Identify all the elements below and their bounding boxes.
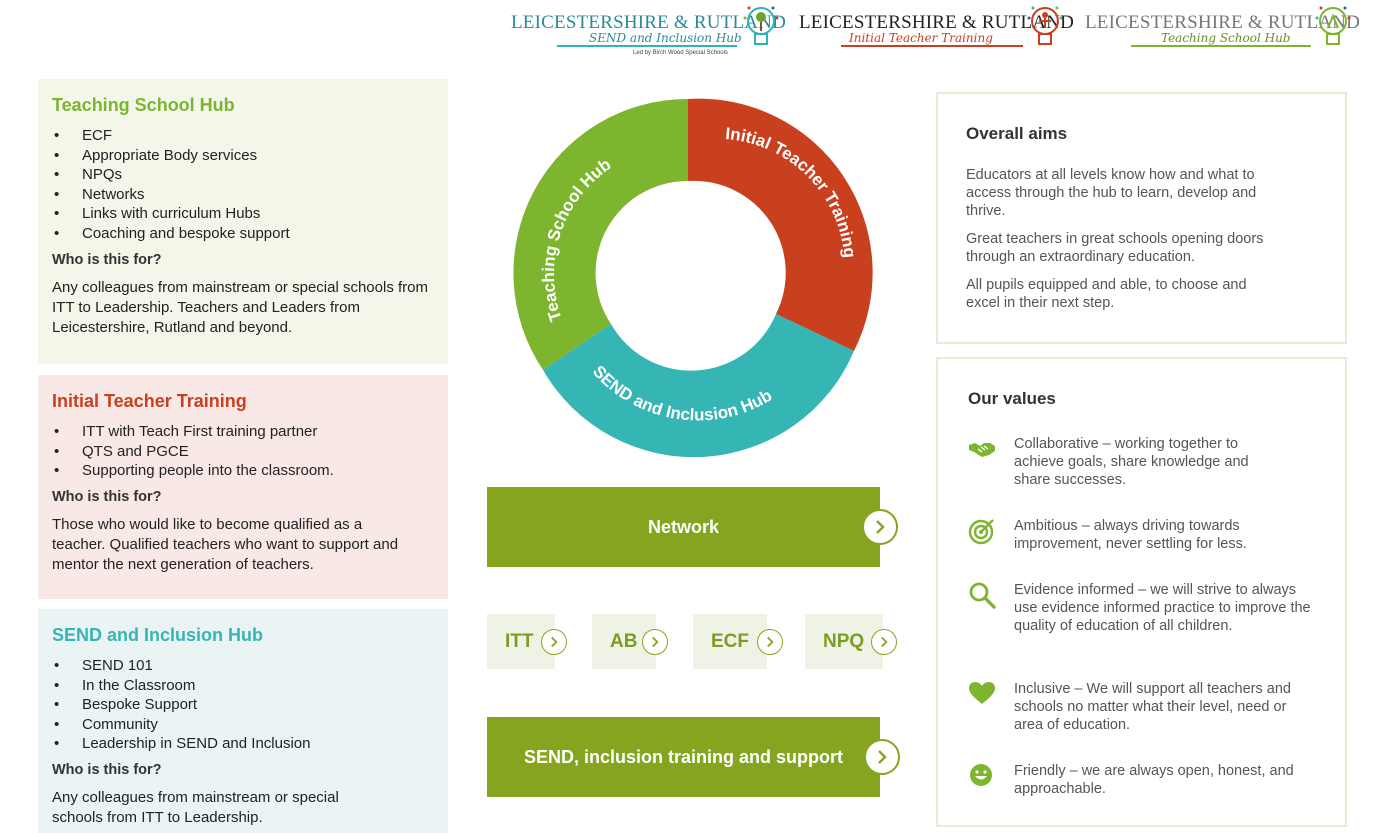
- magnifier-icon: [969, 582, 996, 609]
- send-training-label: SEND, inclusion training and support: [523, 746, 843, 767]
- ring-segment-tsh[interactable]: [513, 98, 688, 370]
- logo-subtitle: Initial Teacher Training: [849, 31, 993, 45]
- list-item: In the Classroom: [52, 676, 434, 696]
- panel-title: Initial Teacher Training: [52, 391, 247, 411]
- who-heading: Who is this for?: [52, 251, 162, 268]
- logo-name: LEICESTERSHIRE & RUTLAND: [511, 12, 787, 33]
- list-item: Supporting people into the classroom.: [52, 461, 434, 481]
- logo-tagline: Led by Birch Wood Special Schools: [633, 50, 728, 56]
- ring-segment-itt[interactable]: [688, 98, 873, 352]
- target-icon: [968, 519, 994, 545]
- our-values-box: Our values Collaborative – working toget…: [936, 357, 1347, 827]
- network-button[interactable]: Network: [487, 487, 898, 567]
- smiley-icon: [970, 764, 992, 786]
- list-item: Links with curriculum Hubs: [52, 204, 434, 224]
- panel-send-inclusion-hub: SEND and Inclusion Hub SEND 101 In the C…: [38, 609, 448, 833]
- ecf-button[interactable]: ECF: [693, 614, 783, 669]
- list-item: NPQs: [52, 165, 434, 185]
- logo-underline: [841, 45, 1023, 47]
- logo-subtitle: Teaching School Hub: [1161, 31, 1291, 45]
- ab-button[interactable]: AB: [592, 614, 668, 669]
- send-training-button[interactable]: SEND, inclusion training and support: [487, 717, 900, 797]
- logo-name: LEICESTERSHIRE & RUTLAND: [1085, 12, 1361, 33]
- list-item: ITT with Teach First training partner: [52, 422, 434, 442]
- itt-button[interactable]: ITT: [487, 614, 567, 669]
- value-text: Ambitious – always driving towards impro…: [1014, 518, 1247, 552]
- npq-label: NPQ: [823, 630, 865, 652]
- chevron-right-icon[interactable]: [642, 629, 668, 655]
- panel-teaching-school-hub: Teaching School Hub ECF Appropriate Body…: [38, 79, 448, 364]
- aims-title: Overall aims: [966, 124, 1068, 143]
- who-text: Any colleagues from mainstream or specia…: [52, 278, 428, 336]
- itt-label: ITT: [505, 630, 534, 652]
- overall-aims-box: Overall aims Educators at all levels kno…: [936, 92, 1347, 344]
- heart-icon: [969, 682, 995, 704]
- value-text: Inclusive – We will support all teachers…: [1014, 681, 1291, 733]
- chevron-right-icon[interactable]: [864, 739, 900, 775]
- logo-send-hub[interactable]: LEICESTERSHIRE & RUTLAND SEND and Inclus…: [511, 4, 786, 56]
- aims-paragraph: Great teachers in great schools opening …: [966, 231, 1264, 265]
- panel-title: SEND and Inclusion Hub: [52, 625, 264, 645]
- logo-tsh[interactable]: LEICESTERSHIRE & RUTLAND Teaching School…: [1085, 4, 1360, 56]
- logo-underline: [1131, 45, 1311, 47]
- logo-subtitle: SEND and Inclusion Hub: [589, 31, 742, 45]
- chevron-right-icon[interactable]: [862, 509, 898, 545]
- list-item: Bespoke Support: [52, 695, 434, 715]
- logo-name: LEICESTERSHIRE & RUTLAND: [799, 12, 1075, 33]
- panel-list: SEND 101 In the Classroom Bespoke Suppor…: [52, 656, 434, 754]
- panel-list: ITT with Teach First training partner QT…: [52, 422, 434, 481]
- network-label: Network: [647, 516, 719, 537]
- bulb-icon: [1315, 6, 1351, 45]
- panel-title: Teaching School Hub: [52, 95, 235, 115]
- handshake-icon: [969, 443, 995, 457]
- values-title: Our values: [968, 389, 1056, 408]
- logo-underline: [557, 45, 737, 47]
- value-text: Evidence informed – we will strive to al…: [1014, 582, 1311, 634]
- chevron-right-icon[interactable]: [541, 629, 567, 655]
- list-item: SEND 101: [52, 656, 434, 676]
- ring-segment-send[interactable]: [543, 314, 854, 457]
- ab-label: AB: [610, 630, 638, 652]
- list-item: Coaching and bespoke support: [52, 224, 434, 244]
- value-text: Collaborative – working together to achi…: [1014, 436, 1249, 488]
- panel-initial-teacher-training: Initial Teacher Training ITT with Teach …: [38, 375, 448, 599]
- person-bulb-icon: [1027, 6, 1063, 45]
- hub-ring-diagram: Teaching School Hub Initial Teacher Trai…: [513, 98, 873, 457]
- value-text: Friendly – we are always open, honest, a…: [1014, 763, 1294, 797]
- panel-list: ECF Appropriate Body services NPQs Netwo…: [52, 126, 434, 244]
- ecf-label: ECF: [711, 630, 749, 652]
- npq-button[interactable]: NPQ: [805, 614, 897, 669]
- who-text: Those who would like to become qualified…: [52, 515, 399, 573]
- list-item: Community: [52, 715, 434, 735]
- aims-paragraph: Educators at all levels know how and wha…: [966, 167, 1257, 219]
- who-heading: Who is this for?: [52, 488, 162, 505]
- list-item: QTS and PGCE: [52, 442, 434, 462]
- list-item: Leadership in SEND and Inclusion: [52, 734, 434, 754]
- who-text: Any colleagues from mainstream or specia…: [52, 788, 339, 826]
- tree-bulb-icon: [743, 6, 779, 45]
- list-item: ECF: [52, 126, 434, 146]
- chevron-right-icon[interactable]: [757, 629, 783, 655]
- chevron-right-icon[interactable]: [871, 629, 897, 655]
- list-item: Networks: [52, 185, 434, 205]
- aims-paragraph: All pupils equipped and able, to choose …: [966, 277, 1247, 311]
- list-item: Appropriate Body services: [52, 146, 434, 166]
- logo-itt[interactable]: LEICESTERSHIRE & RUTLAND Initial Teacher…: [799, 4, 1074, 56]
- who-heading: Who is this for?: [52, 761, 162, 778]
